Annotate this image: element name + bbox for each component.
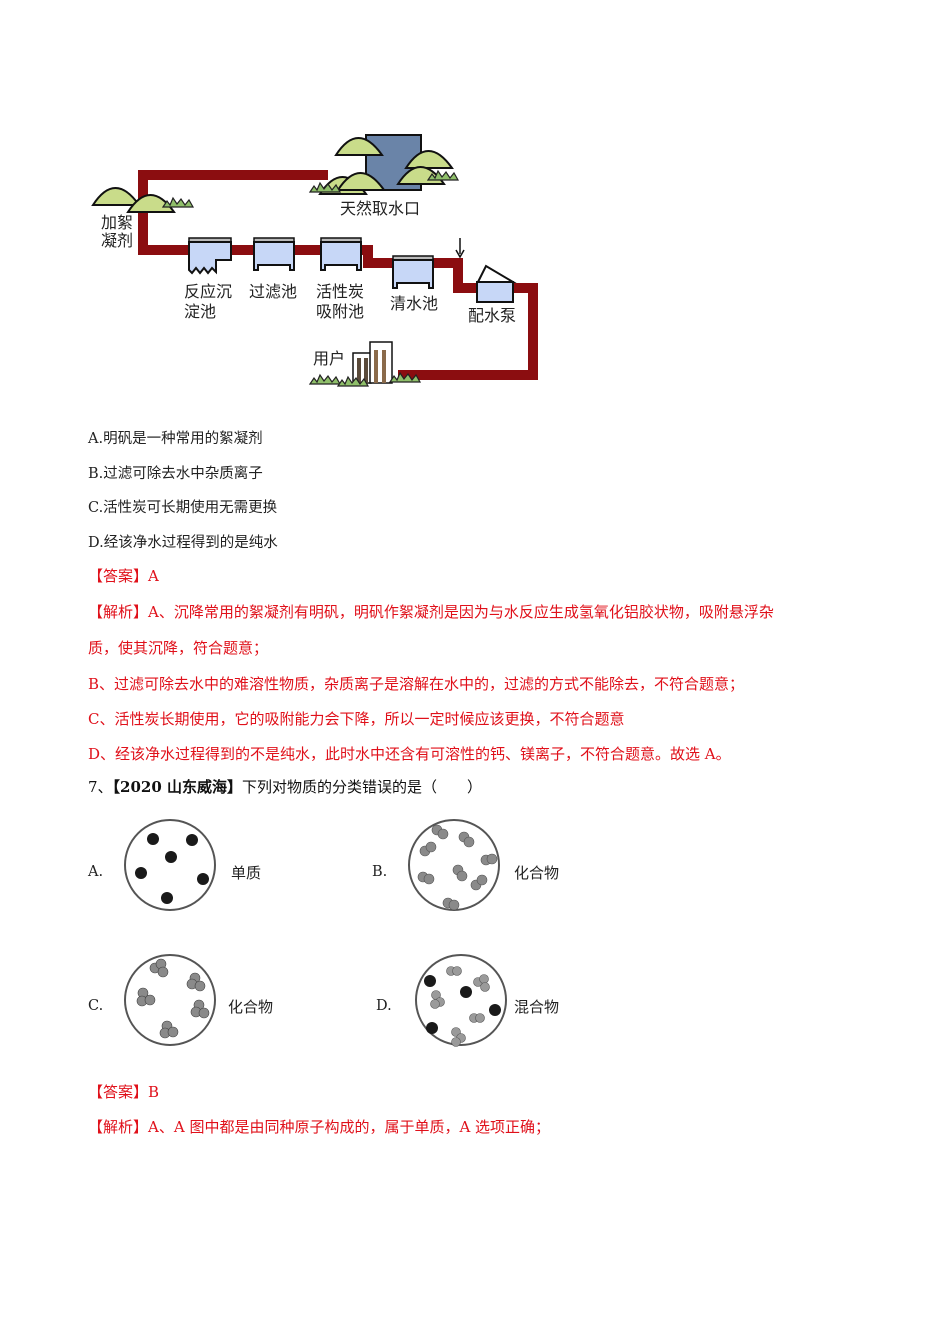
water-purification-diagram: 天然取水口 加絮 凝剂 反应沉 淀池 过滤池 活性炭 吸附池 <box>88 120 548 390</box>
q7-choice-d-label: D. <box>376 998 392 1014</box>
carbon-adsorption-tank <box>320 237 362 271</box>
q6-analysis-line-4: C、活性炭长期使用，它的吸附能力会下降，所以一定时候应该更换，不符合题意 <box>88 710 625 728</box>
sedimentation-tank <box>188 237 232 275</box>
q7-choice-c-figure <box>124 954 216 1046</box>
svg-text:天然取水口: 天然取水口 <box>340 199 420 218</box>
q7-choice-d-text: 混合物 <box>514 998 560 1016</box>
svg-text:活性炭: 活性炭 <box>316 282 364 301</box>
q7-choice-d-figure <box>415 954 507 1047</box>
q6-option-d: D.经该净水过程得到的是纯水 <box>88 535 278 551</box>
q7-analysis-line-1: 【解析】A、A 图中都是由同种原子构成的，属于单质，A 选项正确； <box>88 1118 551 1136</box>
svg-text:反应沉: 反应沉 <box>184 282 232 301</box>
svg-text:淀池: 淀池 <box>184 302 216 321</box>
q6-analysis-line-5: D、经该净水过程得到的不是纯水，此时水中还含有可溶性的钙、镁离子，不符合题意。故… <box>88 745 731 763</box>
q6-answer: 【答案】A <box>88 565 159 586</box>
question-text: 下列对物质的分类错误的是（ ） <box>242 778 483 796</box>
q7-choice-a-label: A. <box>88 864 104 880</box>
source-reservoir <box>309 134 459 195</box>
q7-choice-a-figure <box>124 819 216 911</box>
analysis-tag: 【解析】 <box>88 603 149 621</box>
q6-option-c: C.活性炭可长期使用无需更换 <box>88 500 278 516</box>
svg-text:加絮: 加絮 <box>101 213 133 232</box>
q7-answer: 【答案】B <box>88 1081 159 1102</box>
analysis-tag: 【解析】 <box>88 1118 149 1136</box>
q6-option-a: A.明矾是一种常用的絮凝剂 <box>88 431 263 447</box>
svg-text:用户: 用户 <box>313 349 345 368</box>
svg-text:凝剂: 凝剂 <box>101 231 133 250</box>
answer-tag: 【答案】 <box>88 567 149 585</box>
q6-analysis-line-3: B、过滤可除去水中的难溶性物质，杂质离子是溶解在水中的，过滤的方式不能除去，不符… <box>88 675 745 693</box>
svg-text:清水池: 清水池 <box>390 294 438 313</box>
svg-text:配水泵: 配水泵 <box>468 306 516 325</box>
answer-value: B <box>148 1083 160 1101</box>
pump <box>476 264 517 303</box>
svg-text:吸附池: 吸附池 <box>316 302 364 321</box>
answer-value: A <box>148 567 159 585</box>
q7-choice-b-text: 化合物 <box>514 864 560 882</box>
question-number: 7、 <box>88 778 113 796</box>
answer-tag: 【答案】 <box>88 1083 149 1101</box>
q7-choice-c-label: C. <box>88 998 104 1014</box>
q7-stem: 7、【2020 山东威海】下列对物质的分类错误的是（ ） <box>88 776 482 797</box>
q7-choice-a-text: 单质 <box>231 864 262 882</box>
diagram-graphic: 天然取水口 加絮 凝剂 反应沉 淀池 过滤池 活性炭 吸附池 <box>92 134 538 387</box>
q6-option-b: B.过滤可除去水中杂质离子 <box>88 466 263 482</box>
q7-choice-c-text: 化合物 <box>228 998 274 1016</box>
q6-analysis-line-2: 质，使其沉降，符合题意； <box>88 639 269 657</box>
question-source: 【2020 山东威海】 <box>112 778 243 796</box>
down-arrow-icon <box>455 238 465 259</box>
svg-text:过滤池: 过滤池 <box>249 282 297 301</box>
clear-water-tank <box>392 255 434 289</box>
filter-tank <box>253 237 295 271</box>
q6-analysis-line-1: 【解析】A、沉降常用的絮凝剂有明矾，明矾作絮凝剂是因为与水反应生成氢氧化铝胶状物… <box>88 603 774 621</box>
q7-choice-b-label: B. <box>372 864 388 880</box>
q7-choice-b-figure <box>408 819 500 911</box>
user-buildings <box>309 341 421 387</box>
